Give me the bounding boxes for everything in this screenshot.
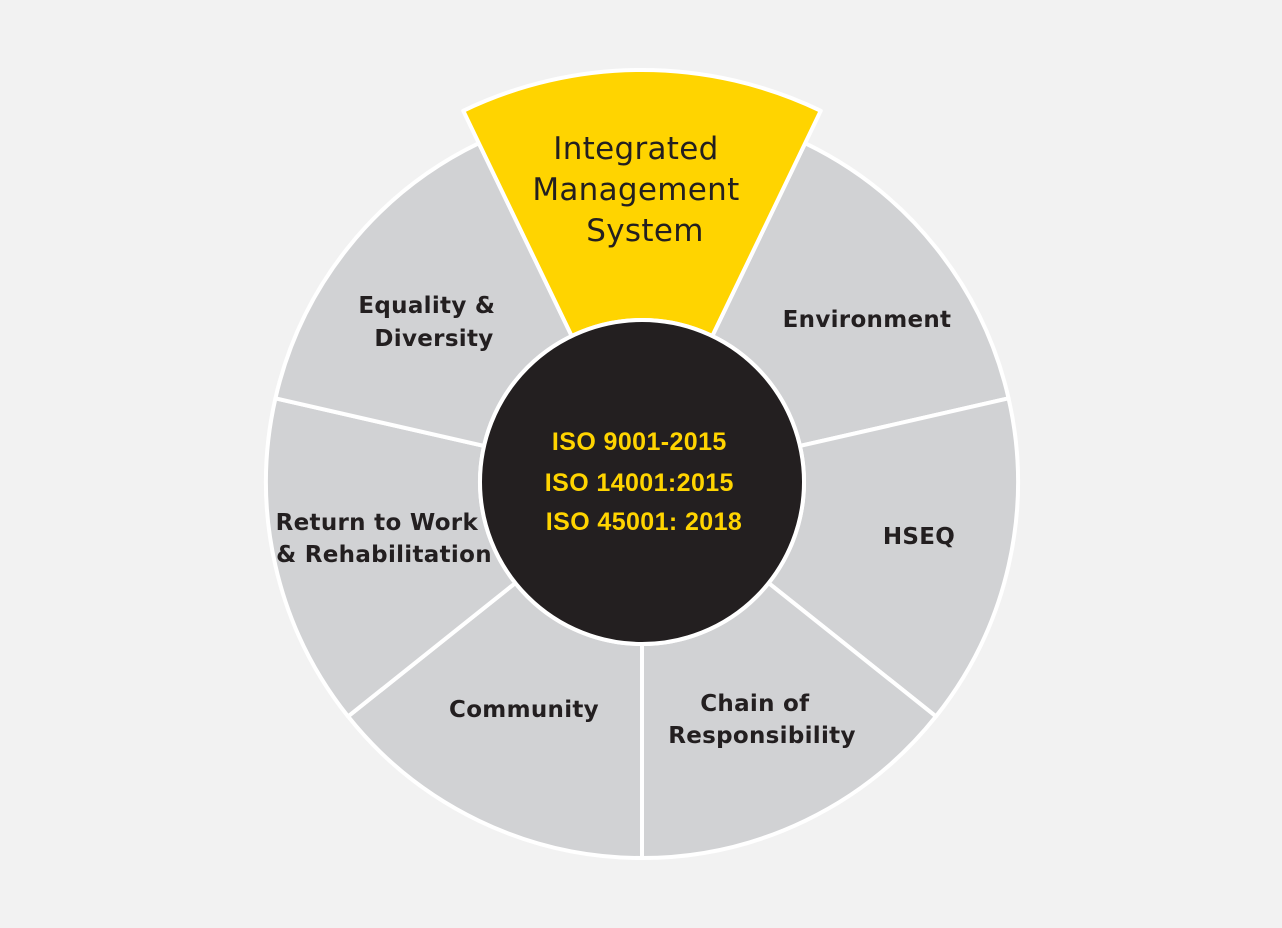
community-label-line-1: Community <box>449 697 599 723</box>
hseq-label-line-1: HSEQ <box>883 524 955 550</box>
community-label: Community <box>449 697 599 723</box>
iso-45001-label: ISO 45001: 2018 <box>546 508 742 536</box>
environment-label-line-1: Environment <box>783 307 952 333</box>
hseq-label: HSEQ <box>883 524 955 550</box>
chain-label-line-2: Responsibility <box>668 723 856 749</box>
center-hub <box>478 318 806 646</box>
return-to-work-label-line-2: & Rehabilitation <box>276 542 492 568</box>
iso-9001-label: ISO 9001-2015 <box>552 428 727 456</box>
highlight-label-line-2: Management <box>532 172 739 208</box>
wheel-segments <box>264 141 1020 860</box>
return-to-work-label-line-1: Return to Work <box>276 510 479 536</box>
return-to-work-label: Return to Work & Rehabilitation <box>276 510 492 568</box>
environment-label: Environment <box>783 307 952 333</box>
iso-14001-label: ISO 14001:2015 <box>545 469 734 497</box>
equality-label-line-2: Diversity <box>374 326 493 352</box>
highlight-label-line-1: Integrated <box>553 131 718 167</box>
iso-standards-list: ISO 9001-2015 ISO 14001:2015 ISO 45001: … <box>545 428 742 536</box>
chain-of-responsibility-label: Chain of Responsibility <box>668 691 856 749</box>
integrated-management-system-label: Integrated Management System <box>532 131 749 249</box>
chain-label-line-1: Chain of <box>700 691 810 717</box>
equality-diversity-label: Equality & Diversity <box>358 293 503 352</box>
highlight-label-line-3: System <box>586 213 703 249</box>
equality-label-line-1: Equality & <box>358 293 495 319</box>
